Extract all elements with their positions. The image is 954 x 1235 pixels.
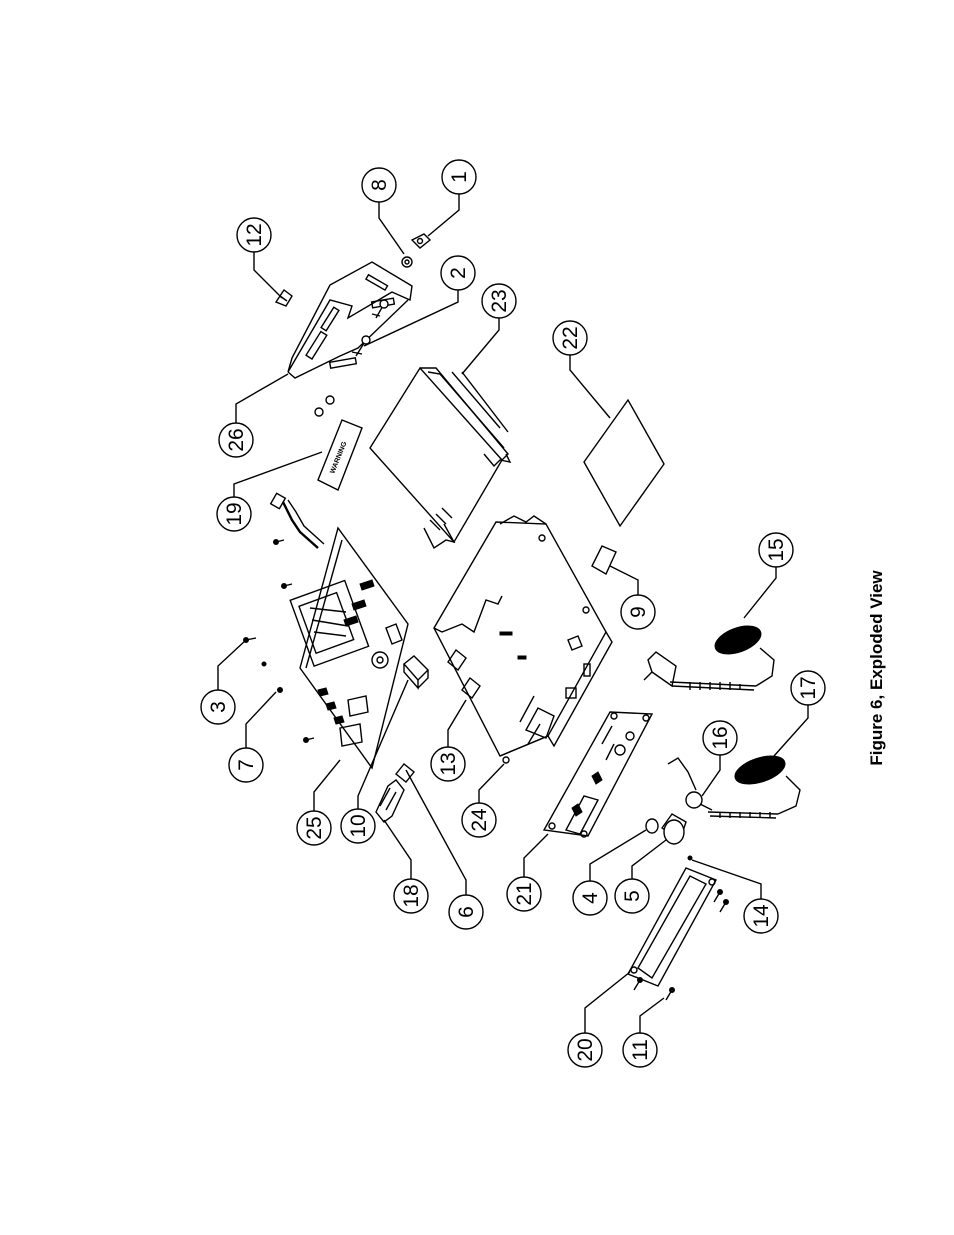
callout-3: 3 (200, 689, 236, 725)
thermal-pads (447, 648, 481, 700)
top-plate (583, 398, 665, 528)
svg-text:4: 4 (579, 892, 602, 904)
svg-text:8: 8 (368, 179, 391, 191)
callout-8: 8 (361, 167, 397, 203)
callout-7: 7 (228, 747, 264, 783)
mounting-bracket (287, 261, 413, 379)
callout-21: 21 (506, 876, 542, 912)
callout-13: 13 (430, 746, 466, 782)
cable-plug (375, 763, 415, 823)
bracket-screws (351, 299, 389, 357)
callout-14: 14 (743, 898, 779, 934)
callout-12: 12 (236, 217, 272, 253)
mic-connector (667, 757, 713, 811)
callout-9: 9 (620, 594, 656, 630)
callout-19: 19 (216, 496, 252, 532)
svg-text:23: 23 (488, 289, 511, 312)
svg-text:24: 24 (468, 808, 491, 832)
callout-10: 10 (340, 808, 376, 844)
svg-text:16: 16 (709, 726, 732, 749)
callout-20: 20 (567, 1032, 603, 1068)
callout-23: 23 (481, 283, 517, 319)
svg-text:15: 15 (765, 538, 788, 561)
pcb-assembly (269, 492, 409, 770)
pcb-screws (243, 637, 283, 693)
callout-18: 18 (393, 878, 429, 914)
svg-text:26: 26 (225, 428, 248, 451)
callout-1: 1 (441, 159, 477, 195)
chassis (433, 515, 613, 764)
extrusion-cover (369, 366, 512, 550)
warning-label-part: WARNING (317, 419, 363, 491)
callout-11: 11 (622, 1032, 658, 1068)
callout-2: 2 (440, 255, 476, 291)
svg-text:1: 1 (448, 171, 471, 183)
svg-text:6: 6 (455, 906, 478, 918)
small-label-part (591, 545, 617, 575)
callout-16: 16 (702, 720, 738, 756)
svg-text:11: 11 (629, 1039, 652, 1061)
callout-4: 4 (572, 880, 608, 916)
svg-text:14: 14 (750, 904, 773, 928)
svg-text:12: 12 (243, 223, 266, 246)
svg-text:13: 13 (437, 752, 460, 775)
svg-text:19: 19 (223, 502, 246, 525)
leader-lines (217, 194, 809, 1033)
callout-5: 5 (614, 878, 650, 914)
clip-part (274, 288, 293, 307)
svg-text:9: 9 (627, 606, 650, 618)
svg-text:17: 17 (797, 676, 820, 699)
svg-text:10: 10 (347, 814, 370, 837)
bezel-screws (633, 889, 729, 1001)
svg-text:5: 5 (621, 890, 644, 902)
set-screw (687, 855, 693, 861)
svg-text:22: 22 (559, 326, 582, 349)
callout-24: 24 (461, 802, 497, 838)
svg-text:7: 7 (235, 759, 258, 771)
front-panel (542, 711, 654, 838)
microphone-1 (643, 625, 775, 691)
svg-text:3: 3 (207, 701, 230, 713)
knob-parts (645, 813, 687, 845)
callout-17: 17 (790, 670, 826, 706)
svg-text:25: 25 (303, 816, 326, 839)
svg-text:20: 20 (574, 1038, 597, 1061)
svg-text:18: 18 (400, 884, 423, 907)
figure-caption: Figure 6, Exploded View (867, 570, 886, 766)
svg-text:21: 21 (513, 882, 536, 905)
nut-part (314, 233, 432, 417)
callout-22: 22 (552, 320, 588, 356)
callout-26: 26 (218, 422, 254, 458)
microphone-2 (707, 755, 801, 819)
callout-15: 15 (758, 532, 794, 568)
bezel-part (627, 867, 717, 987)
connector-part (402, 655, 429, 690)
svg-text:2: 2 (447, 267, 470, 279)
callout-25: 25 (296, 810, 332, 846)
callout-6: 6 (448, 894, 484, 930)
